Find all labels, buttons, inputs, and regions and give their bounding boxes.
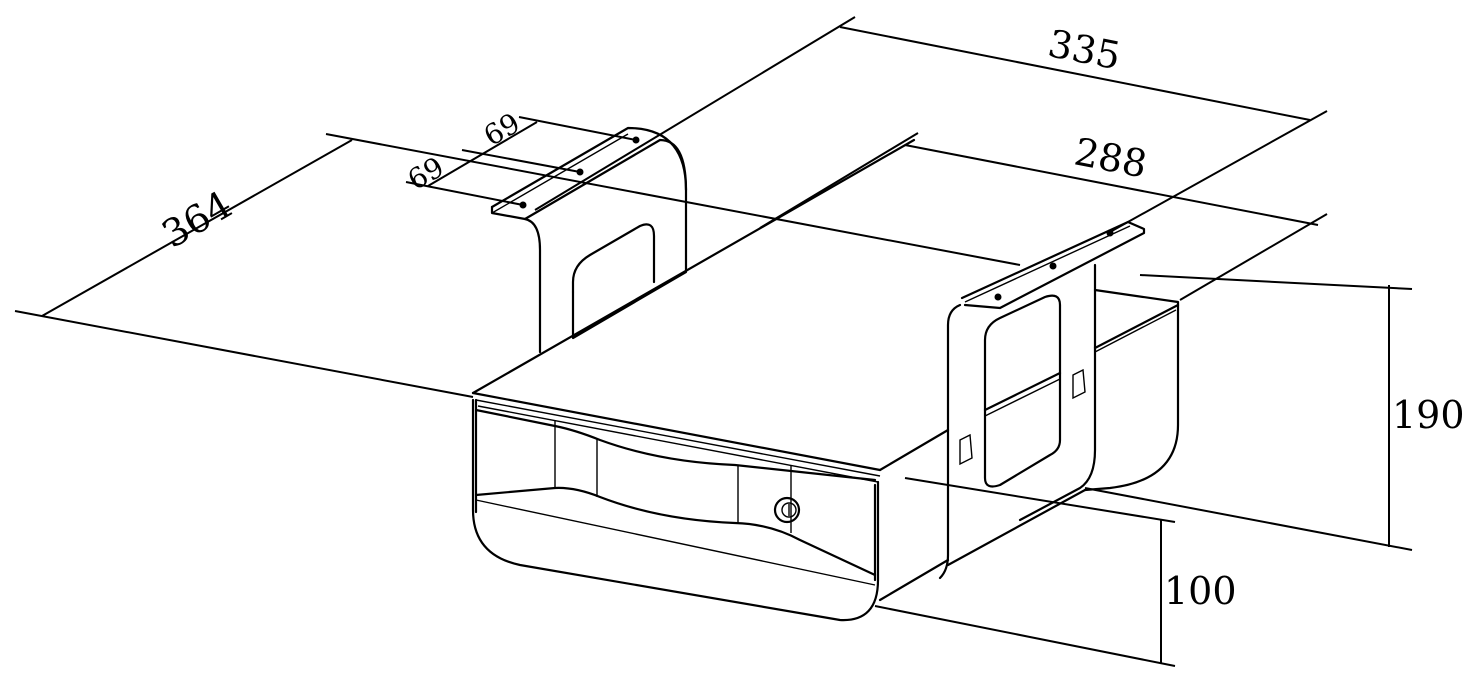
dim-hole-spacing-1: 69 <box>478 106 525 152</box>
dim-overall-height: 190 <box>1392 393 1464 437</box>
dimension-labels: 335 288 364 69 69 190 100 <box>155 21 1464 613</box>
dim-drawer-height: 100 <box>1164 569 1237 613</box>
mounting-hole-icon <box>632 136 640 144</box>
drawer-body <box>471 138 1180 622</box>
mounting-hole-icon <box>1049 262 1057 270</box>
dim-inner-width: 288 <box>1071 130 1151 187</box>
mounting-hole-icon <box>576 168 584 176</box>
mounting-hole-icon <box>519 201 527 209</box>
right-mounting-bracket <box>938 220 1146 580</box>
dimension-lines <box>14 16 1413 667</box>
clip-icon <box>1072 368 1086 400</box>
left-mounting-bracket <box>490 126 688 354</box>
key-lock-icon <box>773 496 801 524</box>
clip-icon <box>959 433 973 466</box>
mounting-hole-icon <box>994 293 1002 301</box>
mounting-hole-icon <box>1106 229 1114 237</box>
